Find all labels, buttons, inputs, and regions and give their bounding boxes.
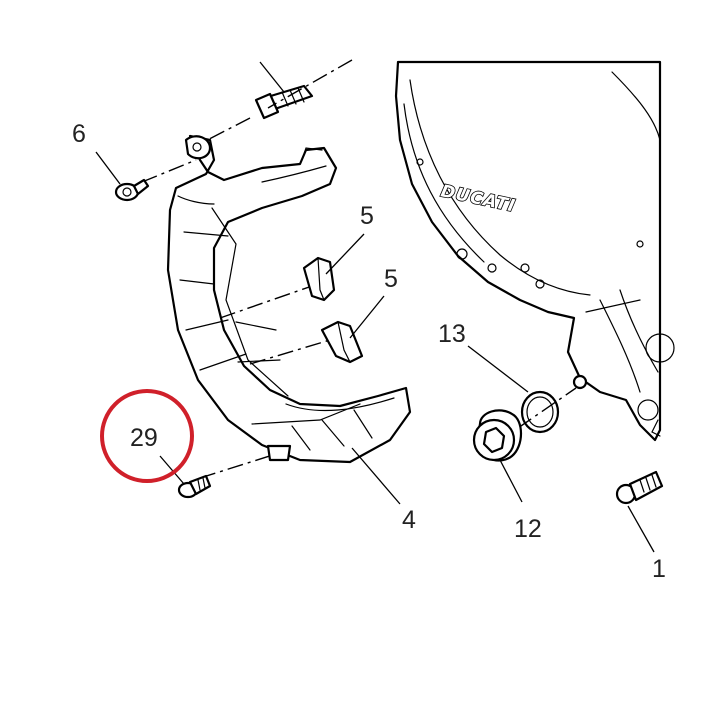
callout-1: 1 (652, 555, 666, 583)
callout-numbers: 6 5 5 13 29 4 12 1 (72, 120, 666, 583)
o-ring-13 (520, 390, 560, 434)
callout-12: 12 (514, 515, 542, 543)
guard-cover (166, 134, 412, 464)
callout-13: 13 (438, 320, 466, 348)
bolt-1 (615, 470, 664, 505)
callout-5-upper: 5 (360, 202, 374, 230)
assembly-lines (141, 59, 577, 479)
leader-lines (95, 151, 655, 553)
rubber-pad-upper (302, 256, 336, 302)
rubber-pad-lower (320, 320, 364, 364)
callout-5-lower: 5 (384, 265, 398, 293)
top-screw (254, 61, 314, 120)
callout-29: 29 (130, 424, 158, 452)
callout-4: 4 (402, 506, 416, 534)
plug-12 (472, 409, 523, 462)
screw-6 (114, 178, 150, 202)
callout-6: 6 (72, 120, 86, 148)
engine-cover: DUCATI (394, 60, 675, 442)
highlight-circle (100, 389, 194, 483)
bolt-29 (177, 474, 212, 499)
